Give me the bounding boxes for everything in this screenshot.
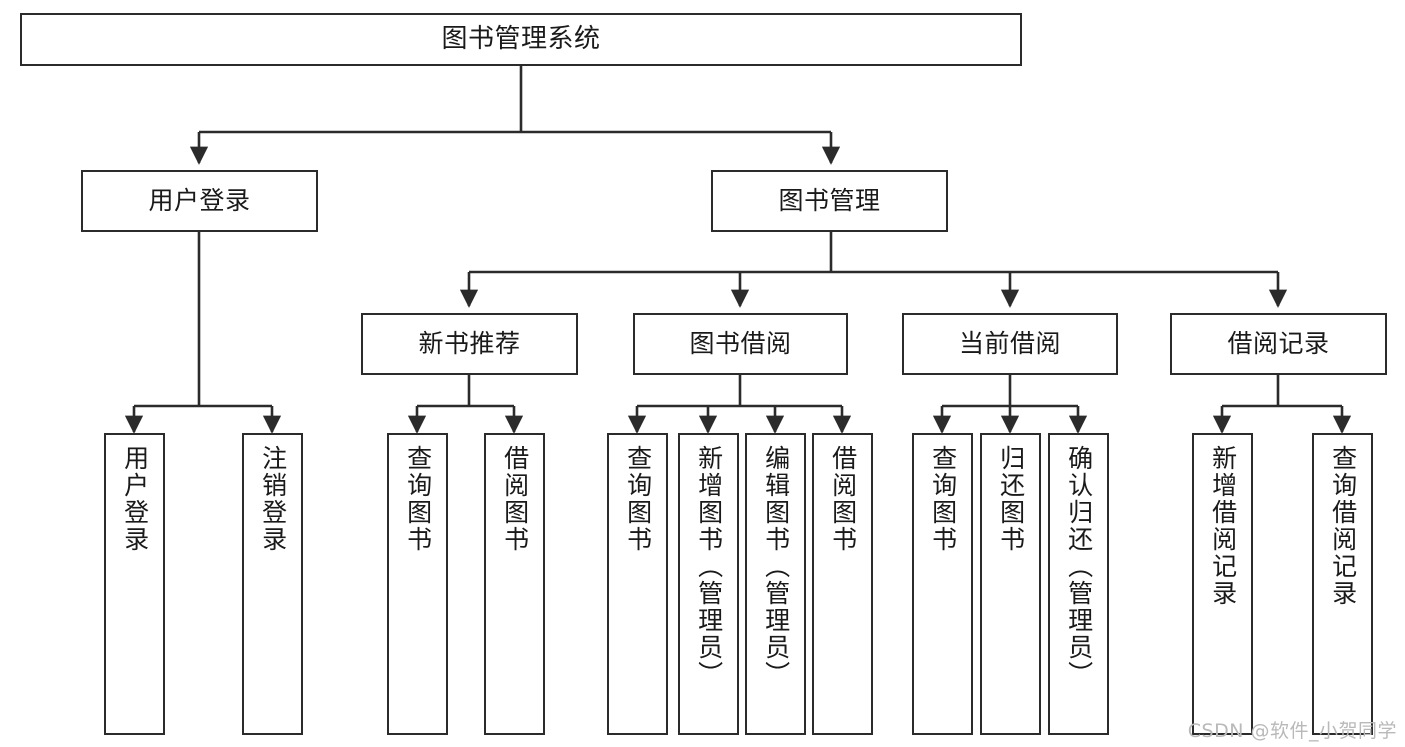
node-borrow-record[interactable]: 借阅记录 bbox=[1170, 313, 1387, 375]
node-label: 查询图书 bbox=[403, 445, 433, 553]
leaf-recommend-query-book[interactable]: 查询图书 bbox=[387, 433, 448, 735]
node-label: 当前借阅 bbox=[958, 329, 1061, 359]
node-label: 查询图书 bbox=[928, 445, 958, 553]
csdn-watermark: CSDN @软件_小贺同学 bbox=[1187, 720, 1397, 742]
node-label: 图书管理 bbox=[778, 186, 881, 216]
node-label: 查询借阅记录 bbox=[1328, 445, 1358, 607]
leaf-record-query-record[interactable]: 查询借阅记录 bbox=[1312, 433, 1373, 735]
node-current-borrow[interactable]: 当前借阅 bbox=[902, 313, 1118, 375]
leaf-user-logout[interactable]: 注销登录 bbox=[242, 433, 303, 735]
node-label: 借阅图书 bbox=[500, 445, 530, 553]
node-label: 借阅记录 bbox=[1227, 329, 1330, 359]
node-label: 确认归还（管理员） bbox=[1064, 445, 1094, 688]
node-root-system[interactable]: 图书管理系统 bbox=[20, 13, 1022, 66]
node-label: 新书推荐 bbox=[418, 329, 521, 359]
leaf-borrow-borrow-book[interactable]: 借阅图书 bbox=[812, 433, 873, 735]
node-label: 归还图书 bbox=[996, 445, 1026, 553]
leaf-current-return-book[interactable]: 归还图书 bbox=[980, 433, 1041, 735]
node-label: 注销登录 bbox=[258, 445, 288, 553]
node-user-login[interactable]: 用户登录 bbox=[81, 170, 318, 232]
node-new-book-recommend[interactable]: 新书推荐 bbox=[361, 313, 578, 375]
node-label: 用户登录 bbox=[148, 186, 251, 216]
node-book-borrow[interactable]: 图书借阅 bbox=[633, 313, 848, 375]
leaf-recommend-borrow-book[interactable]: 借阅图书 bbox=[484, 433, 545, 735]
leaf-record-add-record[interactable]: 新增借阅记录 bbox=[1192, 433, 1253, 735]
leaf-current-confirm-return-admin[interactable]: 确认归还（管理员） bbox=[1048, 433, 1109, 735]
node-label: 图书管理系统 bbox=[441, 24, 601, 55]
node-label: 用户登录 bbox=[120, 445, 150, 553]
node-label: 编辑图书（管理员） bbox=[761, 445, 791, 688]
leaf-borrow-add-book-admin[interactable]: 新增图书（管理员） bbox=[678, 433, 739, 735]
leaf-current-query-book[interactable]: 查询图书 bbox=[912, 433, 973, 735]
node-label: 图书借阅 bbox=[689, 329, 792, 359]
node-label: 借阅图书 bbox=[828, 445, 858, 553]
node-label: 查询图书 bbox=[623, 445, 653, 553]
node-label: 新增图书（管理员） bbox=[694, 445, 724, 688]
node-book-management[interactable]: 图书管理 bbox=[711, 170, 948, 232]
leaf-user-login[interactable]: 用户登录 bbox=[104, 433, 165, 735]
node-label: 新增借阅记录 bbox=[1208, 445, 1238, 607]
leaf-borrow-query-book[interactable]: 查询图书 bbox=[607, 433, 668, 735]
leaf-borrow-edit-book-admin[interactable]: 编辑图书（管理员） bbox=[745, 433, 806, 735]
